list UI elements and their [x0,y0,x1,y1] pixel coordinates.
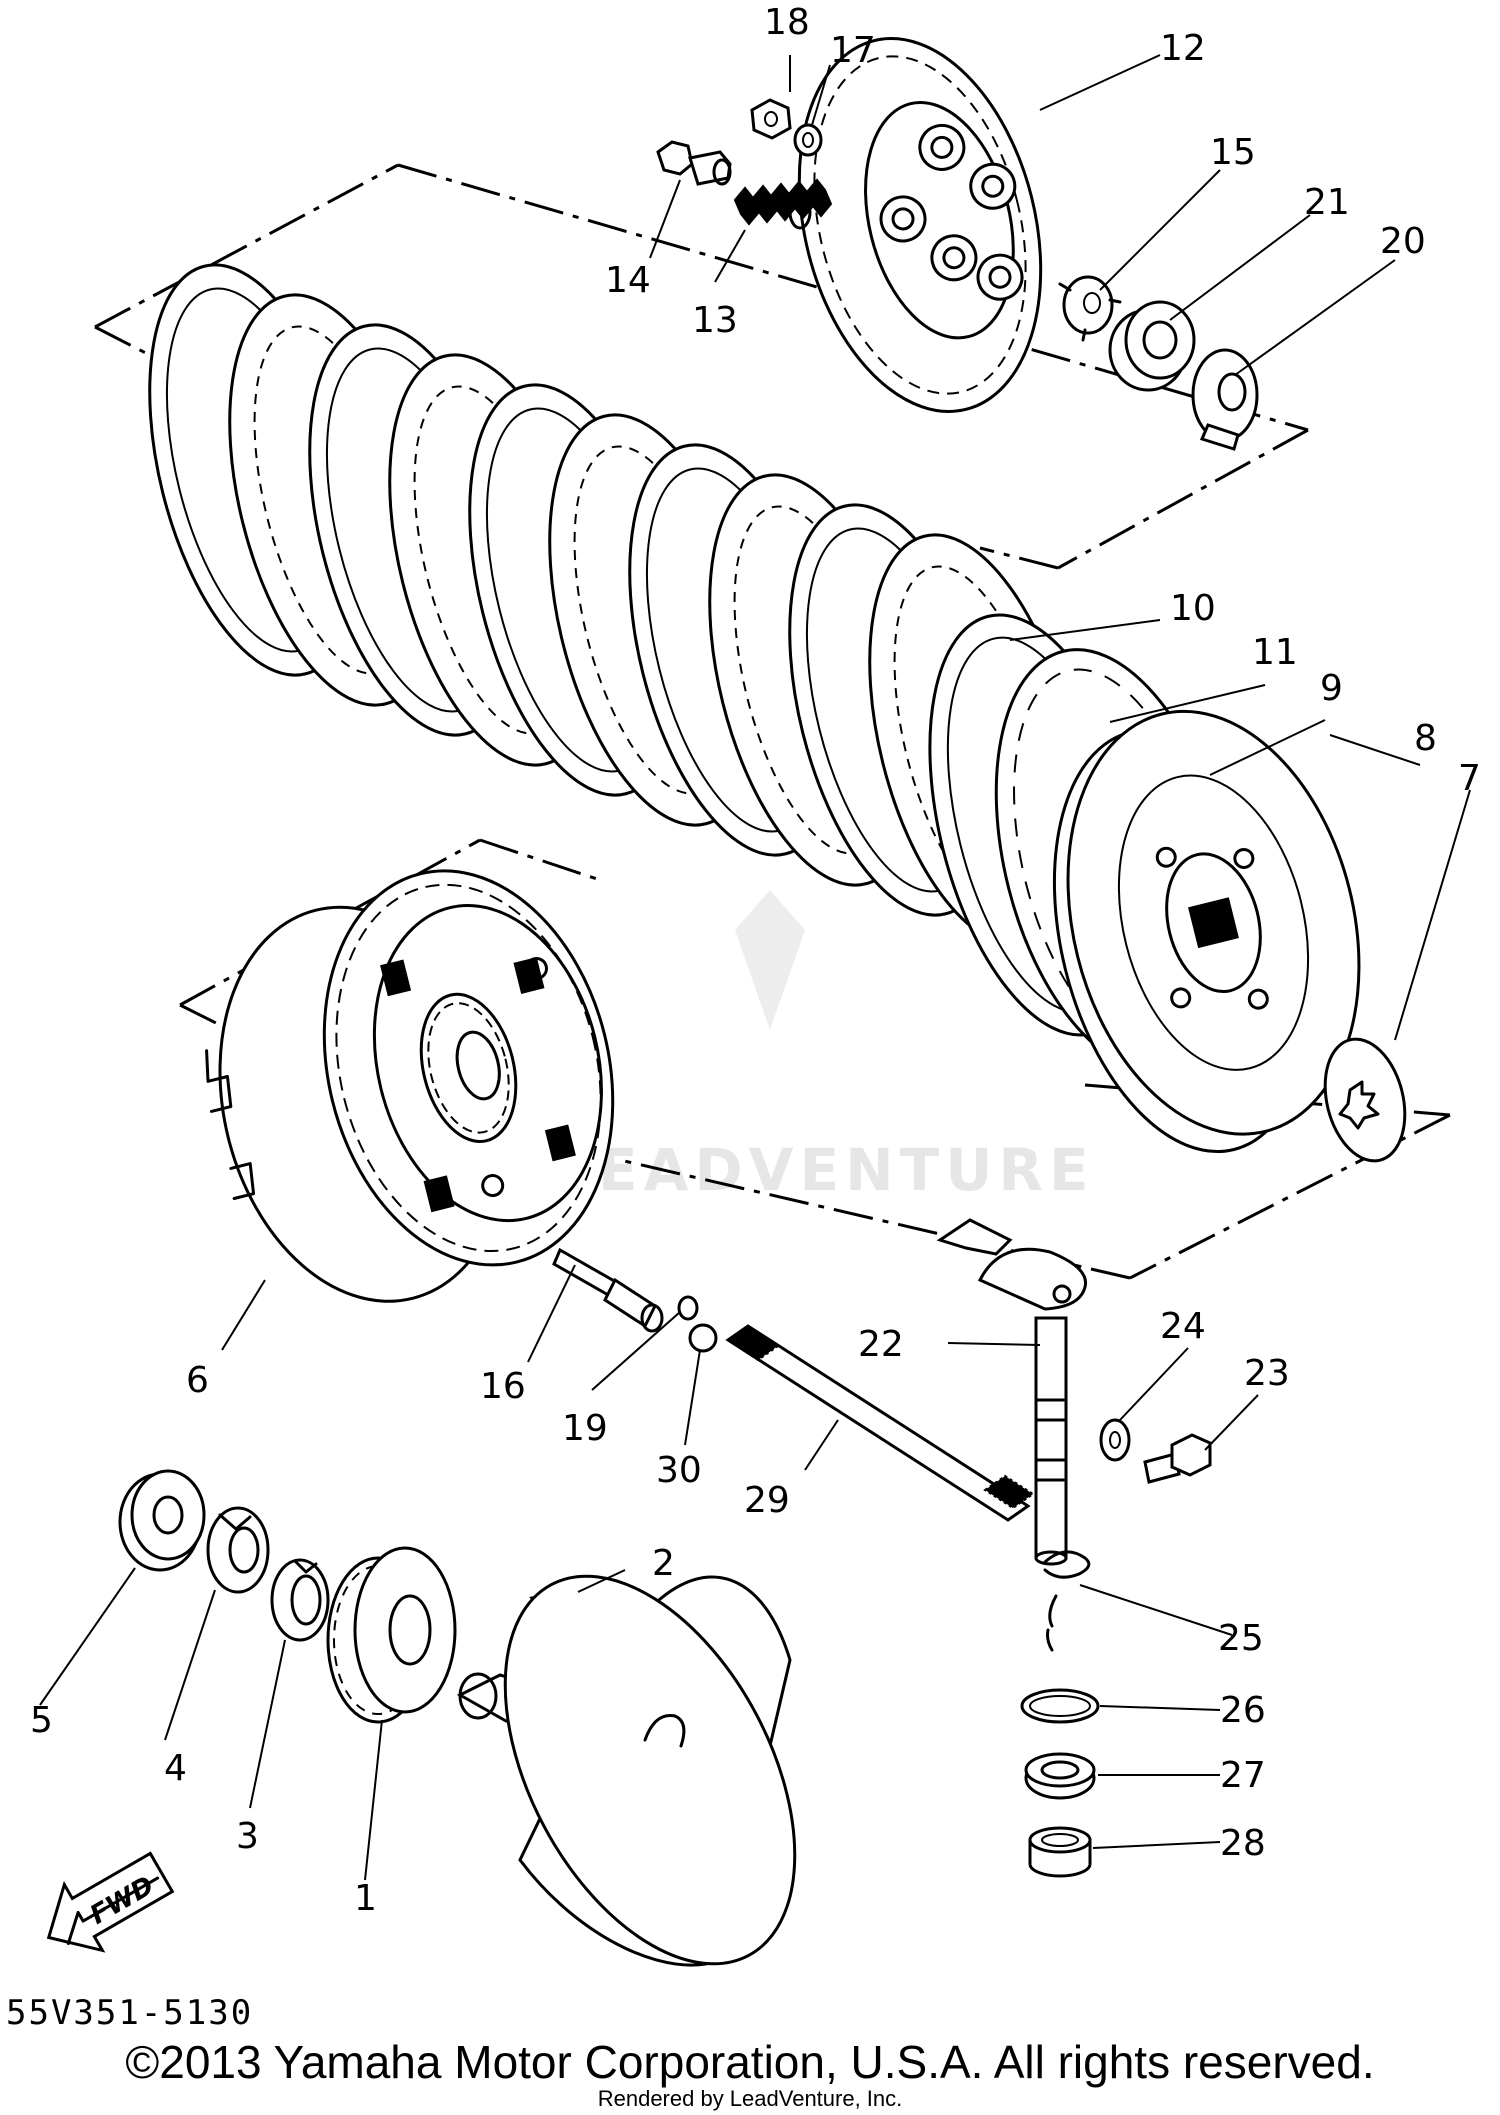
lock-washer-4 [206,1506,270,1594]
callout-19: 19 [562,1408,608,1449]
callout-16: 16 [480,1366,526,1407]
rendered-by-credit: Rendered by LeadVenture, Inc. [597,2086,903,2111]
callout-22: 22 [858,1324,904,1365]
callout-5: 5 [30,1700,53,1741]
callout-7: 7 [1458,758,1481,799]
callout-14: 14 [605,260,651,301]
callout-12: 12 [1160,28,1206,69]
fwd-arrow-icon: FWD [46,1851,175,1953]
bearing [1108,300,1196,392]
callout-numbers: 1 2 3 4 5 6 7 8 9 10 11 12 13 14 15 16 1… [30,2,1481,1919]
callout-26: 26 [1220,1690,1266,1731]
callout-29: 29 [744,1480,790,1521]
ball [688,1323,718,1353]
callout-21: 21 [1304,182,1350,223]
lock-nut [118,1469,206,1572]
callout-13: 13 [692,300,738,341]
clutch-boss [1052,709,1361,1154]
leader-lines [39,54,1471,1881]
callout-8: 8 [1414,718,1437,759]
push-lever-shaft [936,1218,1088,1566]
callout-2: 2 [652,1543,675,1584]
diagram-code: 55V351-5130 [6,1993,254,2033]
callout-17: 17 [830,30,876,71]
o-ring [677,1295,699,1321]
pressure-plate [797,37,1043,413]
callout-27: 27 [1220,1755,1266,1796]
clutch-spring [733,178,833,230]
circlip-3 [270,1558,330,1642]
callout-4: 4 [164,1748,187,1789]
callout-3: 3 [236,1816,259,1857]
washer-small [1099,1418,1131,1462]
callout-15: 15 [1210,132,1256,173]
callout-24: 24 [1160,1306,1206,1347]
callout-11: 11 [1252,632,1298,673]
callout-18: 18 [764,2,810,43]
callout-6: 6 [186,1360,209,1401]
clutch-housing [205,869,615,1303]
return-spring [1043,1550,1091,1652]
callout-30: 30 [656,1450,702,1491]
callout-10: 10 [1170,588,1216,629]
push-rod [552,1247,664,1333]
copyright-notice: ©2013 Yamaha Motor Corporation, U.S.A. A… [125,2036,1375,2088]
primary-drive-gear [326,1546,457,1724]
washer [793,123,823,157]
circlip [1020,1688,1100,1724]
bolt [656,140,732,186]
callout-25: 25 [1218,1618,1264,1659]
callout-20: 20 [1380,221,1426,262]
callout-28: 28 [1220,1823,1266,1864]
watermark-text: LEADVENTURE [555,1136,1095,1204]
lock-washer [1323,1037,1407,1163]
crankshaft [456,1574,797,1967]
push-rod-long [725,1324,1035,1522]
lock-washer-tab [1191,348,1259,451]
push-plate [1058,275,1122,342]
callout-1: 1 [354,1878,377,1919]
nut [750,98,792,140]
bushing [1028,1826,1092,1878]
bolt-small [1143,1433,1212,1484]
callout-9: 9 [1320,668,1343,709]
watermark: LEADVENTURE [555,890,1095,1204]
oil-seal [1024,1752,1096,1800]
callout-23: 23 [1244,1353,1290,1394]
